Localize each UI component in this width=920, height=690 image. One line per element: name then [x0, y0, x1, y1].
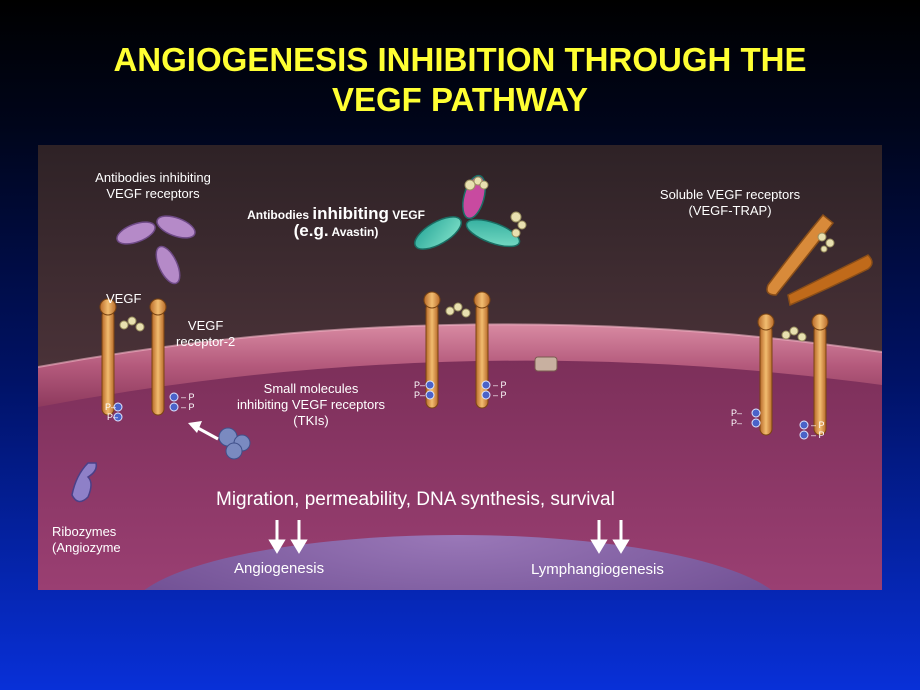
- cytoplasm: [38, 343, 882, 590]
- ribozyme-icon: [71, 462, 98, 503]
- label-line: receptor-2: [176, 334, 236, 349]
- receptor-pair-right: [757, 313, 829, 436]
- slide-title: ANGIOGENESIS INHIBITION THROUGH THE VEGF…: [0, 40, 920, 120]
- cell-membrane: [38, 324, 882, 407]
- title-line-2: VEGF PATHWAY: [331, 81, 589, 118]
- phospho-label: – P: [811, 430, 825, 440]
- phospho-label: P–: [107, 412, 119, 422]
- label-small-molecules: Small molecules inhibiting VEGF receptor…: [216, 381, 406, 429]
- phospho-label: P–: [731, 408, 743, 418]
- phospho-label: P–: [414, 380, 426, 390]
- phospho-label: – P: [493, 380, 507, 390]
- label-vegf-receptor-2: VEGF receptor-2: [176, 318, 235, 350]
- label-soluble-receptors: Soluble VEGF receptors (VEGF-TRAP): [640, 187, 820, 219]
- label-line: (e.g. Avastin): [226, 221, 446, 240]
- label-line: (TKIs): [293, 413, 329, 428]
- label-antibodies-vegf: Antibodies inhibiting VEGF (e.g. Avastin…: [226, 204, 446, 240]
- label-vegf: VEGF: [106, 291, 142, 306]
- label-line: VEGF receptors: [106, 186, 200, 201]
- phospho-label: P–: [105, 402, 117, 412]
- label-effects: Migration, permeability, DNA synthesis, …: [216, 489, 615, 510]
- label-line: (VEGF-TRAP): [688, 203, 772, 218]
- label-word: inhibiting: [312, 204, 389, 223]
- label-line: Antibodies inhibiting: [95, 170, 211, 185]
- label-angiogenesis: Angiogenesis: [234, 560, 325, 577]
- membrane-channel: [534, 356, 558, 372]
- label-line: Small molecules: [263, 381, 359, 396]
- phospho-label: – P: [493, 390, 507, 400]
- label-line: (Angiozyme: [52, 540, 121, 555]
- phospho-label: – P: [181, 402, 195, 412]
- phospho-label: – P: [181, 392, 195, 402]
- phosphate-groups: [113, 380, 809, 440]
- phospho-label: P–: [414, 390, 426, 400]
- soluble-receptor-icon: [766, 213, 873, 307]
- down-arrows-angiogenesis: [268, 520, 308, 554]
- label-lymphangiogenesis: Lymphangiogenesis: [531, 561, 664, 578]
- tki-molecule-icon: [218, 427, 251, 460]
- antibody-receptor-icon: [116, 215, 196, 285]
- label-word: Antibodies: [247, 208, 310, 222]
- label-word: (e.g.: [293, 221, 329, 240]
- label-line: Soluble VEGF receptors: [659, 187, 801, 202]
- label-word: VEGF: [392, 208, 425, 222]
- trap-bound-vegf-icon: [817, 232, 835, 253]
- pathway-artwork: [38, 145, 882, 590]
- vegf-pathway-illustration: Antibodies inhibiting VEGF receptors Ant…: [38, 145, 882, 590]
- receptor-pair-left: [99, 298, 167, 416]
- title-line-1: ANGIOGENESIS INHIBITION THROUGH THE: [113, 41, 807, 78]
- phospho-label: – P: [811, 420, 825, 430]
- down-arrows-lymphangiogenesis: [590, 520, 630, 554]
- phospho-label: P–: [731, 418, 743, 428]
- label-line: Ribozymes: [52, 524, 117, 539]
- label-ribozymes: Ribozymes (Angiozyme: [52, 524, 121, 556]
- tki-arrow-icon: [188, 421, 219, 441]
- label-line: inhibiting VEGF receptors: [236, 397, 386, 412]
- label-line: Antibodies inhibiting VEGF: [226, 204, 446, 223]
- label-line: VEGF: [187, 318, 224, 333]
- vegf-molecule-icon: [464, 176, 527, 238]
- label-word: Avastin): [331, 225, 379, 239]
- label-antibodies-receptors: Antibodies inhibiting VEGF receptors: [78, 170, 228, 202]
